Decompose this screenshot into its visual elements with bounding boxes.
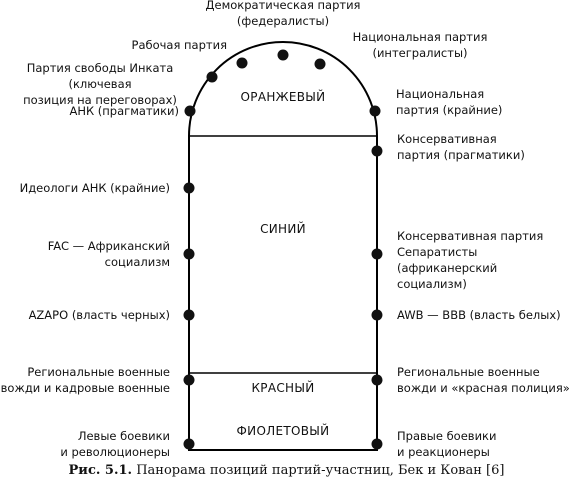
dot-azapo	[183, 309, 195, 321]
label-national-extreme: Национальная партия (крайние)	[396, 87, 503, 117]
zone-red-label: КРАСНЫЙ	[251, 381, 315, 395]
label-conservative-pragmatic: Консервативная партия (прагматики)	[397, 132, 525, 162]
label-fac: FAC — Африканский социализм	[47, 239, 170, 269]
zone-orange-label: ОРАНЖЕВЫЙ	[240, 90, 326, 104]
dot-democratic	[277, 49, 289, 61]
label-anc-pragmatic: АНК (прагматики)	[69, 104, 179, 118]
dot-awb	[371, 309, 383, 321]
label-azapo: AZAPO (власть черных)	[28, 308, 170, 322]
label-right-militants: Правые боевики и реакционеры	[397, 429, 497, 459]
diagram-outline	[188, 41, 378, 451]
dot-national-extreme	[369, 105, 381, 117]
zone-blue-label: СИНИЙ	[260, 222, 306, 236]
dot-conservative-pragmatic	[371, 145, 383, 157]
dot-anc-pragmatic	[184, 105, 196, 117]
label-awb: AWB — ВВВ (власть белых)	[397, 308, 561, 322]
caption-prefix: Рис. 5.1.	[68, 463, 133, 478]
zone-purple-label: ФИОЛЕТОВЫЙ	[236, 424, 330, 438]
label-anc-ideologues: Идеологи АНК (крайние)	[19, 181, 170, 195]
label-regional-right: Региональные военные вожди и «красная по…	[397, 365, 570, 395]
dot-conservative-separatists	[371, 248, 383, 260]
label-democratic: Демократическая партия (федералисты)	[205, 0, 361, 28]
caption-text: Панорама позиций партий-участниц, Бек и …	[136, 463, 505, 478]
label-left-militants: Левые боевики и революционеры	[60, 429, 170, 459]
label-regional-left: Региональные военные вожди и кадровые во…	[0, 365, 170, 395]
label-ifp: Партия свободы Инката (ключевая позиция …	[23, 61, 177, 107]
dot-left-militants	[183, 438, 195, 450]
dot-ifp	[206, 71, 218, 83]
label-conservative-separatists: Консервативная партия Сепаратисты (африк…	[397, 229, 544, 291]
dot-regional-left	[183, 374, 195, 386]
dot-regional-right	[371, 374, 383, 386]
dot-anc-ideologues	[183, 182, 195, 194]
dot-right-militants	[371, 438, 383, 450]
label-workers: Рабочая партия	[131, 38, 227, 52]
label-national-integr: Национальная партия (интегралисты)	[352, 30, 488, 60]
figure-caption: Рис. 5.1. Панорама позиций партий-участн…	[0, 463, 573, 478]
dot-national-integr	[314, 58, 326, 70]
dot-workers	[236, 57, 248, 69]
dot-fac	[183, 248, 195, 260]
